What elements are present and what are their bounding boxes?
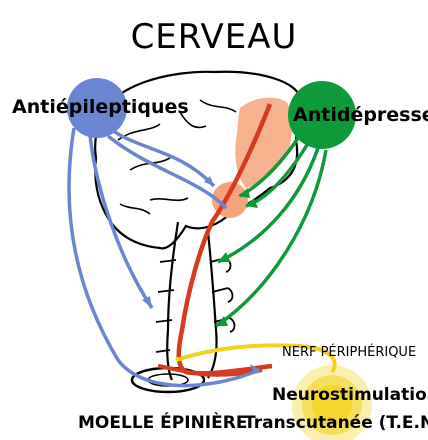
label-tens-line1: Neurostimulation	[272, 385, 428, 405]
label-peripheral-nerve: NERF PÉRIPHÉRIQUE	[282, 344, 416, 360]
label-spinal-cord: MOELLE ÉPINIÈRE	[78, 411, 247, 433]
label-antidepressant: Antidépresseurs	[293, 104, 428, 126]
brain-highlight-cortex	[235, 98, 292, 188]
label-tens-line2: Transcutanée (T.E.N.S)	[244, 413, 428, 433]
title: CERVEAU	[131, 17, 298, 57]
label-antiepileptic: Antiépileptiques	[12, 96, 189, 118]
